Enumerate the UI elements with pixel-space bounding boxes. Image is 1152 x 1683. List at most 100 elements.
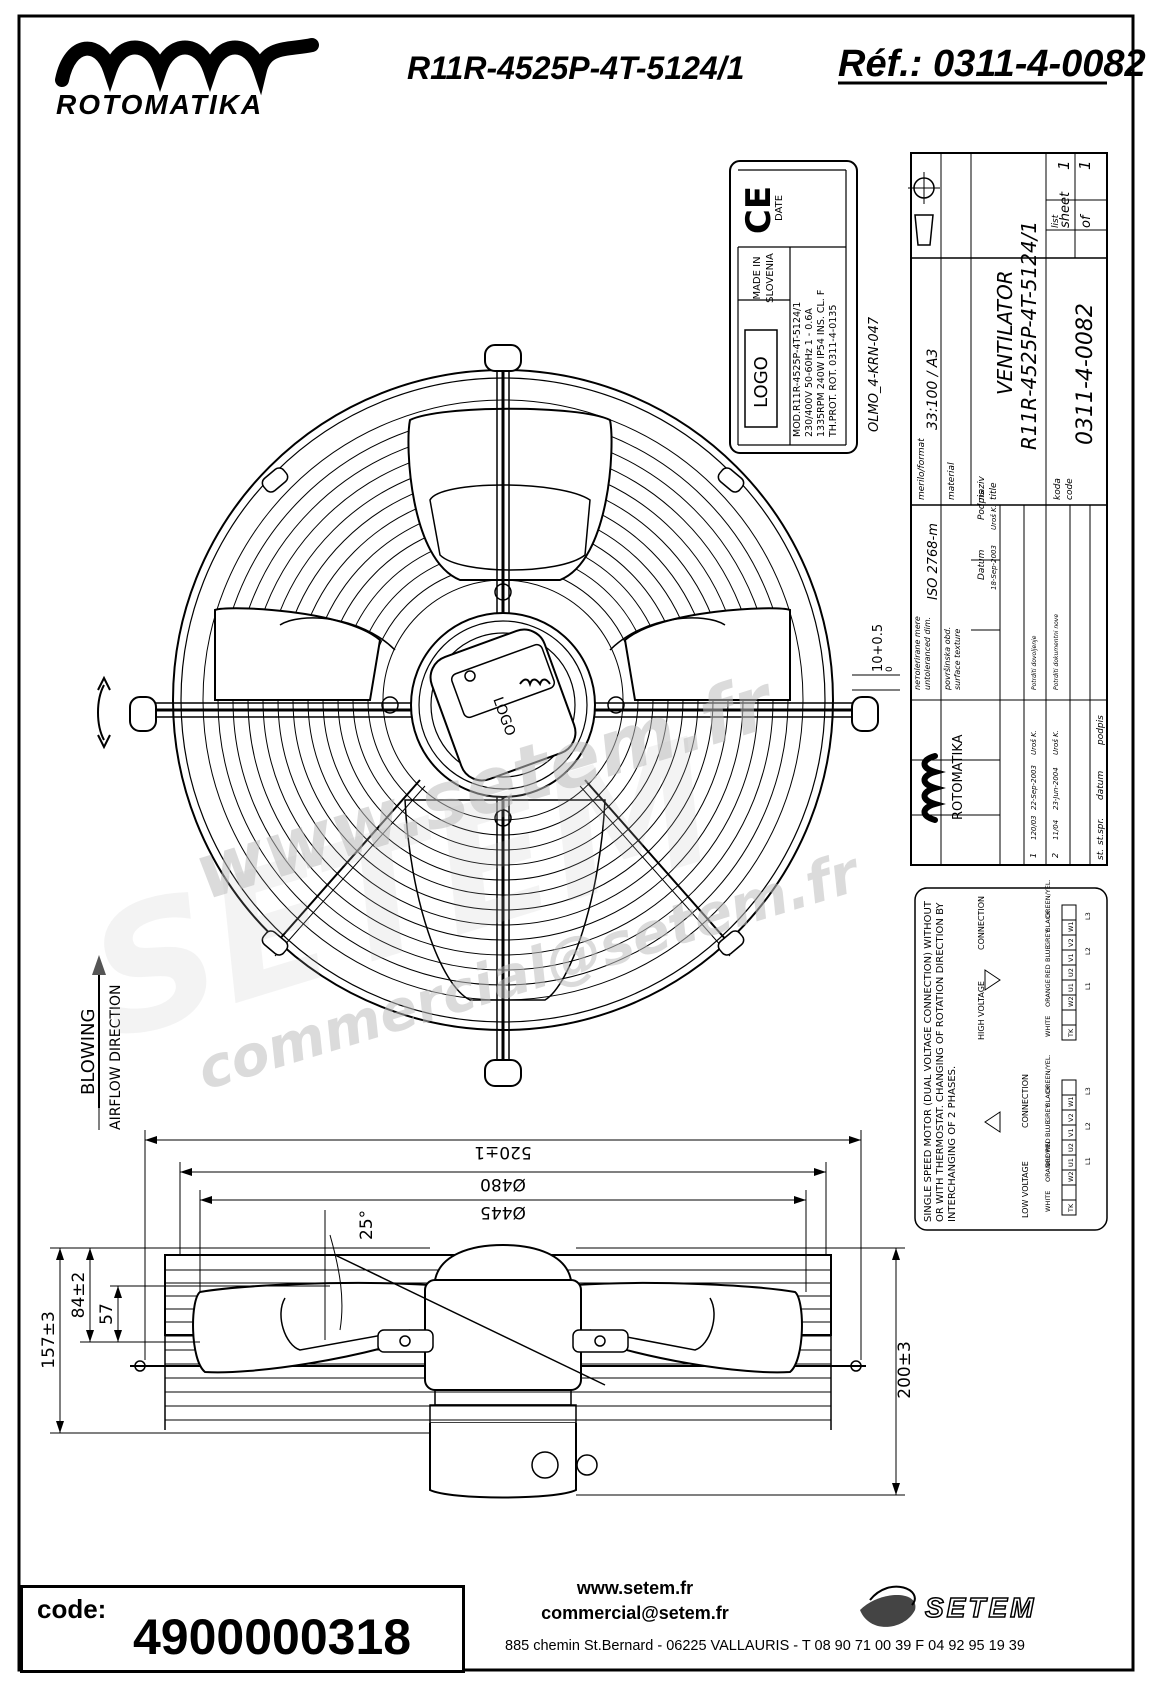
svg-text:datum: datum: [1096, 771, 1106, 800]
svg-text:naziv: naziv: [977, 476, 987, 500]
svg-text:1: 1: [1076, 160, 1094, 170]
ce-mark: CE: [739, 186, 779, 234]
offset-dimension: 10+0.5 0: [852, 624, 900, 691]
wiring-diagram: SINGLE SPEED MOTOR (DUAL VOLTAGE CONNECT…: [914, 879, 1108, 1231]
svg-text:untoleranced dim.: untoleranced dim.: [923, 617, 932, 690]
svg-text:INTERCHANGING OF 2 PHASES.: INTERCHANGING OF 2 PHASES.: [947, 1066, 958, 1222]
title-block-text: merilo/format 33:100 / A3 material naziv…: [913, 160, 1106, 860]
svg-text:OR WITH THERMOSTAT. CHANGING O: OR WITH THERMOSTAT. CHANGING OF ROTATION…: [935, 902, 946, 1222]
svg-text:V2: V2: [1067, 938, 1075, 947]
svg-text:HIGH VOLTAGE: HIGH VOLTAGE: [977, 981, 986, 1040]
made-in-1: MADE IN: [752, 256, 763, 299]
svg-text:CONNECTION: CONNECTION: [1021, 1074, 1030, 1128]
fan-side-view: [130, 1210, 866, 1499]
svg-text:GREEN/YEL.: GREEN/YEL.: [1044, 1054, 1052, 1093]
svg-text:11/04: 11/04: [1052, 820, 1060, 840]
svg-text:površinska obd.: površinska obd.: [942, 627, 952, 691]
svg-text:L2: L2: [1084, 947, 1092, 955]
footer-setem-logo: SETEM: [924, 1591, 1037, 1624]
svg-text:nетоlerirane mere: nетоlerirane mere: [913, 616, 922, 690]
svg-text:surface texture: surface texture: [953, 629, 962, 690]
dim-480: Ø480: [480, 1174, 526, 1194]
svg-text:GREY: GREY: [1044, 929, 1052, 947]
svg-text:W2: W2: [1067, 1171, 1075, 1182]
svg-text:18-Sep-2003: 18-Sep-2003: [990, 545, 998, 590]
dim-angle: 25°: [357, 1210, 377, 1240]
svg-text:V1: V1: [1067, 1128, 1075, 1137]
airflow-arrow-icon: [92, 955, 106, 975]
rotomatika-logo-mark: [55, 38, 319, 96]
svg-text:BLUE: BLUE: [1044, 945, 1052, 962]
svg-text:sheet: sheet: [1058, 191, 1073, 228]
svg-text:merilo/format: merilo/format: [917, 438, 927, 500]
svg-text:material: material: [947, 462, 957, 500]
header: ROTOMATIKA R11R-4525P-4T-5124/1 Réf.: 03…: [55, 38, 1146, 120]
svg-text:120/03: 120/03: [1030, 815, 1038, 840]
title-block-code: 0311-4-0082: [1073, 303, 1098, 445]
svg-text:L3: L3: [1084, 1087, 1092, 1095]
reference-title: Réf.: 0311-4-0082: [838, 43, 1146, 85]
date-label: DATE: [774, 195, 785, 221]
dim-84: 84±2: [69, 1272, 89, 1319]
svg-text:BLUE: BLUE: [1044, 1120, 1052, 1137]
svg-text:list: list: [1051, 214, 1061, 228]
fan-front-view: [129, 344, 879, 1087]
svg-text:Potrditi dokumentni nove: Potrditi dokumentni nove: [1053, 614, 1060, 690]
svg-text:LOW VOLTAGE: LOW VOLTAGE: [1021, 1161, 1030, 1218]
svg-text:U2: U2: [1067, 1143, 1075, 1152]
title-block-title-2: R11R-4525P-4T-5124/1: [1017, 221, 1041, 450]
svg-text:BROWN: BROWN: [1044, 1141, 1052, 1167]
code-box: code: 4900000318: [20, 1585, 465, 1673]
nameplate-line-1: MOD.R11R-4525P-4T-5124/1: [792, 302, 803, 437]
svg-text:BLACK: BLACK: [1044, 1085, 1052, 1107]
svg-text:W2: W2: [1067, 996, 1075, 1007]
svg-text:W1: W1: [1067, 1096, 1075, 1107]
svg-text:ISO 2768-m: ISO 2768-m: [926, 523, 941, 600]
svg-text:BLACK: BLACK: [1044, 910, 1052, 932]
footer-website[interactable]: www.setem.fr: [576, 1578, 694, 1598]
svg-text:podpis: podpis: [1096, 715, 1106, 746]
dim-445: Ø445: [480, 1202, 526, 1222]
footer-email[interactable]: commercial@setem.fr: [541, 1603, 729, 1623]
svg-text:TK: TK: [1067, 1203, 1075, 1213]
svg-text:RED: RED: [1044, 964, 1052, 978]
svg-text:code: code: [1065, 478, 1075, 500]
svg-text:GREY: GREY: [1044, 1104, 1052, 1122]
svg-text:L2: L2: [1084, 1122, 1092, 1130]
svg-text:Datum: Datum: [977, 549, 987, 580]
svg-text:U1: U1: [1067, 983, 1075, 992]
model-title: R11R-4525P-4T-5124/1: [407, 50, 744, 86]
title-block-title-1: VENTILATOR: [993, 270, 1017, 395]
setem-logo-mark: [860, 1585, 916, 1627]
offset-value: 10+0.5: [871, 624, 886, 672]
nameplate-part: OLMO_4-KRN-047: [867, 316, 882, 432]
diameter-dimensions: [144, 1130, 862, 1360]
svg-text:koda: koda: [1053, 478, 1063, 500]
svg-text:L1: L1: [1084, 1157, 1092, 1165]
title-block-logo-mark: [921, 753, 946, 823]
nameplate-line-2: 230/400V 50-60Hz 1 - 0.6A: [804, 308, 815, 437]
svg-text:1: 1: [1055, 160, 1073, 170]
airflow-blowing: BLOWING: [78, 1009, 99, 1095]
svg-text:V2: V2: [1067, 1113, 1075, 1122]
svg-text:U2: U2: [1067, 968, 1075, 977]
svg-text:of: of: [1079, 213, 1094, 228]
airflow-direction-label: AIRFLOW DIRECTION: [108, 984, 124, 1130]
brand-name: ROTOMATIKA: [56, 89, 263, 120]
svg-text:W1: W1: [1067, 921, 1075, 932]
svg-text:st.spr.: st.spr.: [1096, 818, 1106, 845]
svg-text:U1: U1: [1067, 1158, 1075, 1167]
svg-text:V1: V1: [1067, 953, 1075, 962]
svg-text:ORANGE: ORANGE: [1044, 979, 1052, 1007]
nameplate-line-4: TH.PROT. ROT. 0311-4-0135: [828, 305, 839, 438]
title-block-company: ROTOMATIKA: [951, 734, 966, 820]
svg-text:23-Jun-2004: 23-Jun-2004: [1052, 767, 1060, 810]
svg-text:GREEN/YEL.: GREEN/YEL.: [1044, 879, 1052, 918]
rotation-arrow-icon: [97, 675, 111, 750]
svg-text:Potrditi dovoljenje: Potrditi dovoljenje: [1031, 635, 1038, 690]
svg-text:TK: TK: [1067, 1028, 1075, 1038]
svg-text:33:100 / A3: 33:100 / A3: [925, 349, 941, 430]
svg-text:st.: st.: [1096, 849, 1106, 860]
svg-text:Uroš K.: Uroš K.: [1052, 730, 1060, 755]
